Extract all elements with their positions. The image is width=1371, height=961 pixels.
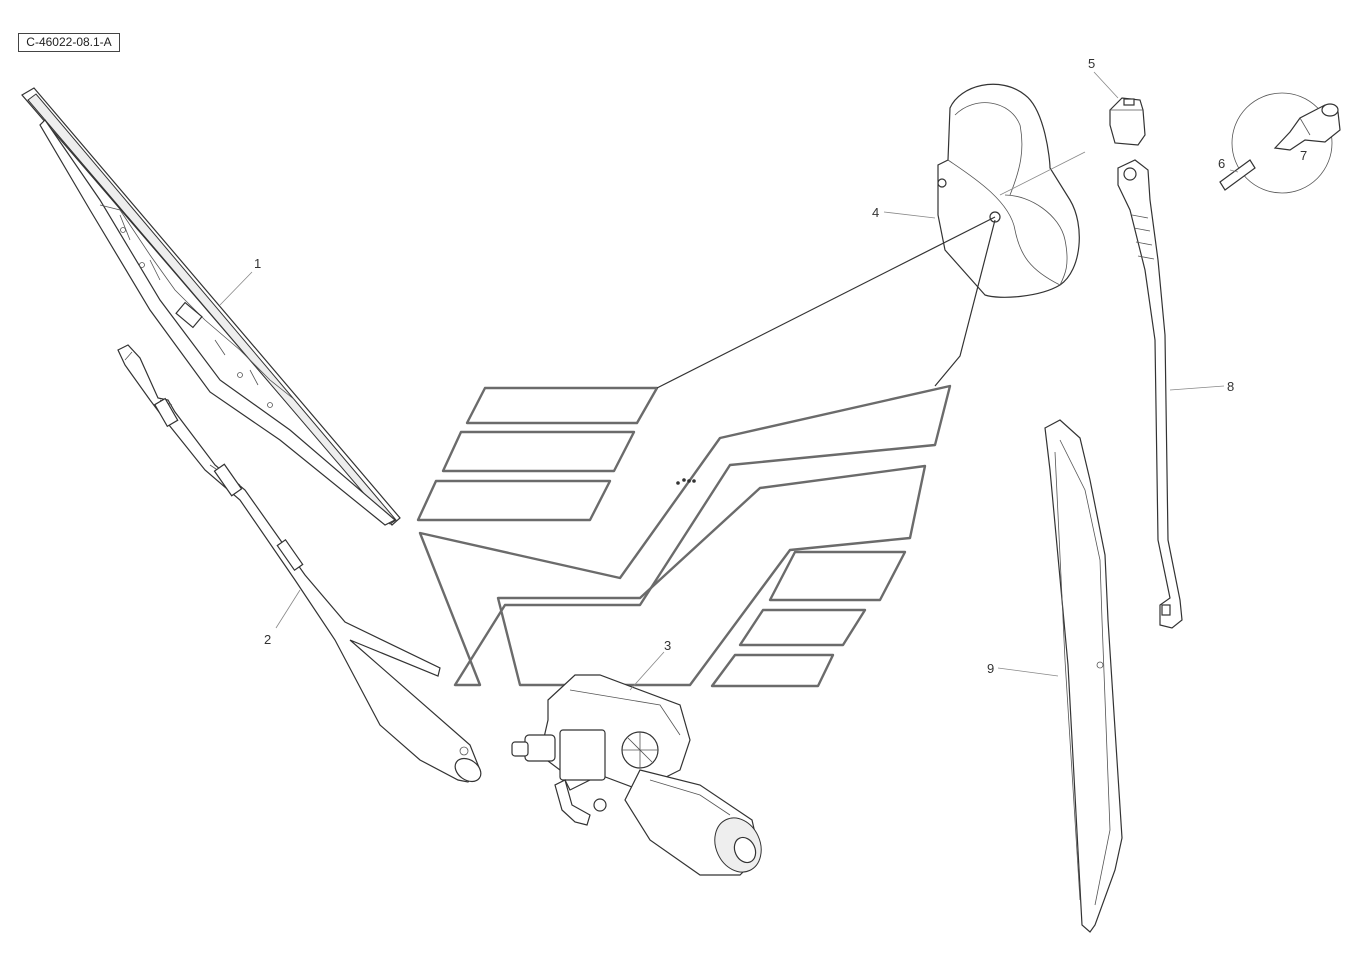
callout-4: 4 bbox=[872, 205, 879, 220]
callout-6: 6 bbox=[1218, 156, 1225, 171]
callout-5: 5 bbox=[1088, 56, 1095, 71]
connector-lines bbox=[656, 151, 1086, 389]
dots-mark bbox=[676, 478, 696, 485]
wiper-arm-icon bbox=[117, 344, 482, 783]
callout-8: 8 bbox=[1227, 379, 1234, 394]
diagram-reference-code: C-46022-08.1-A bbox=[18, 33, 120, 52]
leader-lines bbox=[219, 71, 1239, 691]
wiper-blade-icon bbox=[21, 87, 401, 526]
motor-can-icon bbox=[624, 769, 762, 876]
watermark-logo bbox=[416, 384, 952, 688]
callout-3: 3 bbox=[664, 638, 671, 653]
callout-2: 2 bbox=[264, 632, 271, 647]
callout-7: 7 bbox=[1300, 148, 1307, 163]
rear-wiper-blade-icon bbox=[1044, 419, 1123, 933]
nozzle-detail-icon bbox=[1219, 92, 1341, 194]
sleeve-icon bbox=[1219, 159, 1256, 191]
callout-9: 9 bbox=[987, 661, 994, 676]
cap-icon bbox=[1109, 97, 1146, 146]
rear-wiper-arm-icon bbox=[1117, 159, 1183, 629]
callout-1: 1 bbox=[254, 256, 261, 271]
wiper-motor-icon bbox=[511, 674, 762, 876]
washer-nozzle-icon bbox=[1273, 103, 1341, 151]
